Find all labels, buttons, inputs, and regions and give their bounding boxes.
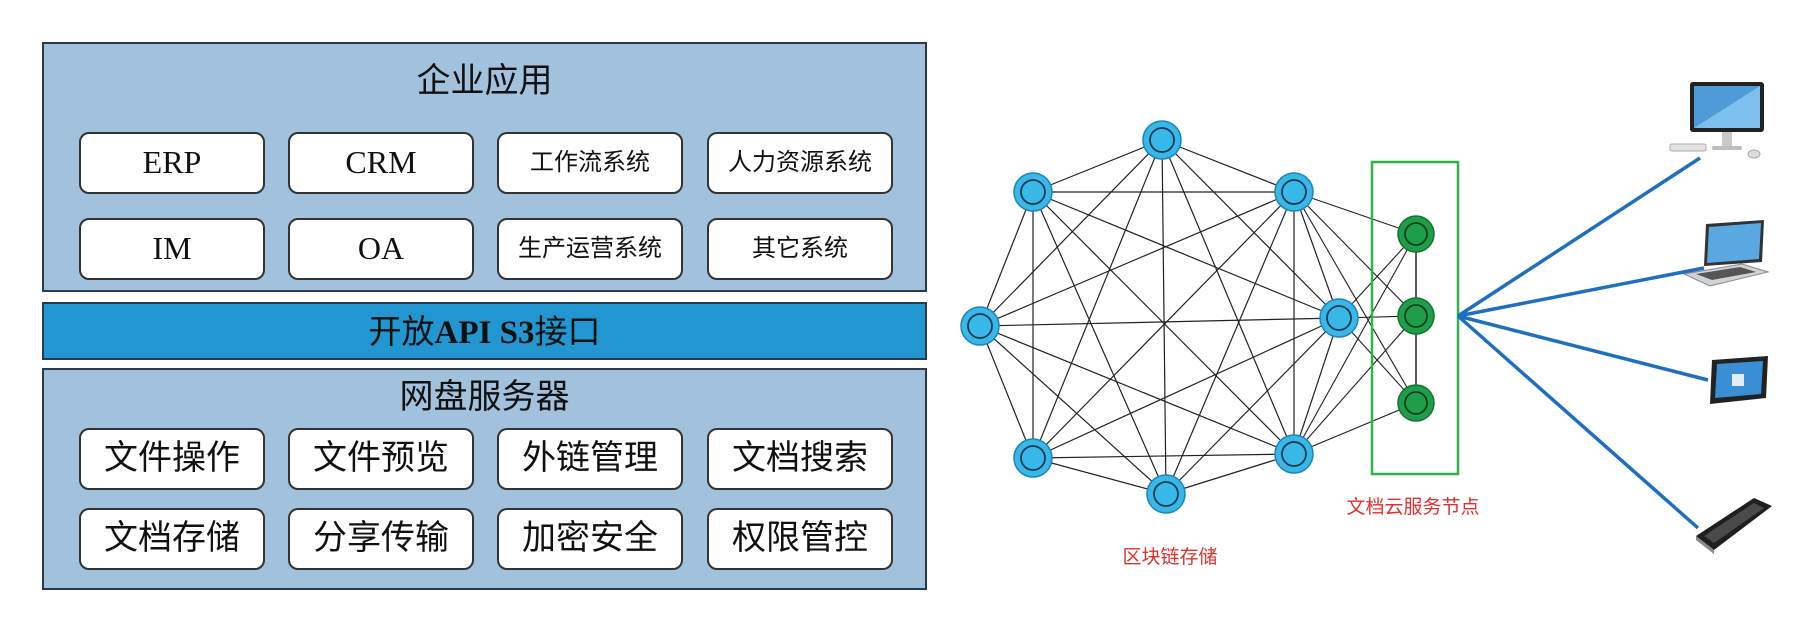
cloud-links <box>1293 191 1417 455</box>
app-box-workflow: 工作流系统 <box>497 132 683 194</box>
open-api-suffix: 接口 <box>534 312 601 351</box>
blockchain-node-ring <box>1153 481 1179 507</box>
blockchain-node-ring <box>1281 441 1307 467</box>
mesh-edge <box>979 317 1340 327</box>
mesh-edge <box>1161 139 1295 455</box>
open-api-prefix: 开放 <box>368 312 435 351</box>
app-box-other: 其它系统 <box>707 218 893 280</box>
mesh-edge <box>1293 191 1340 319</box>
cloud-node <box>1397 384 1435 422</box>
blockchain-node <box>1013 172 1053 212</box>
blockchain-storage-label: 区块链存储 <box>1122 546 1218 568</box>
mesh-edge <box>979 191 1295 327</box>
mesh-edge <box>979 325 1034 459</box>
blockchain-node-ring <box>1281 179 1307 205</box>
cloud-node-label: 文档云服务节点 <box>1346 496 1480 518</box>
mesh-edge <box>1032 453 1295 459</box>
netdisk-server-panel: 网盘服务器 文件操作 文件预览 外链管理 文档搜索 文档存储 分享传输 加密安全… <box>42 368 927 590</box>
mesh-edge <box>1032 317 1340 459</box>
mesh-edge <box>979 191 1034 327</box>
mesh-edge <box>1165 453 1295 495</box>
server-box-encryption: 加密安全 <box>497 508 683 570</box>
smartphone-icon <box>1696 498 1772 554</box>
device-link <box>1457 266 1705 318</box>
blockchain-node-ring <box>967 313 993 339</box>
blockchain-node <box>1274 172 1314 212</box>
desktop-monitor-icon <box>1669 82 1764 159</box>
blockchain-node-ring <box>1149 127 1175 153</box>
mesh-edge <box>1161 139 1295 193</box>
cloud-link <box>1293 233 1417 455</box>
mesh-edge <box>1032 139 1163 193</box>
blockchain-node-ring <box>1020 179 1046 205</box>
mesh-edge <box>1032 457 1167 495</box>
server-box-file-ops: 文件操作 <box>79 428 265 490</box>
app-box-crm: CRM <box>288 132 474 194</box>
open-api-title: 开放API S3接口 <box>44 315 925 350</box>
open-api-band: 开放API S3接口 <box>42 302 927 360</box>
cloud-node <box>1397 215 1435 253</box>
mesh-edge <box>1165 191 1295 495</box>
server-box-share: 分享传输 <box>288 508 474 570</box>
mesh-edge <box>1032 191 1340 319</box>
mesh-edge <box>979 325 1167 495</box>
cloud-link <box>1293 315 1417 455</box>
blockchain-node <box>1142 120 1182 160</box>
server-box-permissions: 权限管控 <box>707 508 893 570</box>
tablet-icon <box>1710 356 1768 404</box>
blockchain-node <box>1319 298 1359 338</box>
laptop-icon <box>1682 220 1770 287</box>
server-box-link-mgmt: 外链管理 <box>497 428 683 490</box>
app-box-production: 生产运营系统 <box>497 218 683 280</box>
mesh-edge <box>1032 191 1295 455</box>
mesh-edge <box>1032 139 1163 459</box>
blockchain-node <box>960 306 1000 346</box>
enterprise-apps-panel: 企业应用 ERP CRM 工作流系统 人力资源系统 IM OA 生产运营系统 其… <box>42 42 927 292</box>
cloud-link <box>1293 191 1417 317</box>
blockchain-node <box>1274 434 1314 474</box>
app-box-erp: ERP <box>79 132 265 194</box>
server-box-doc-storage: 文档存储 <box>79 508 265 570</box>
netdisk-server-title: 网盘服务器 <box>399 377 570 417</box>
open-api-name: API S3 <box>434 315 535 351</box>
enterprise-apps-title: 企业应用 <box>416 61 553 101</box>
server-box-doc-search: 文档搜索 <box>707 428 893 490</box>
app-box-oa: OA <box>288 218 474 280</box>
blockchain-node-ring <box>1326 305 1352 331</box>
blockchain-nodes <box>960 120 1359 514</box>
app-box-hr: 人力资源系统 <box>707 132 893 194</box>
network-diagram: 区块链存储 文档云服务节点 <box>940 0 1815 624</box>
device-links <box>1456 156 1709 530</box>
server-box-file-preview: 文件预览 <box>288 428 474 490</box>
mesh-edge <box>979 139 1163 327</box>
cloud-nodes <box>1397 215 1435 422</box>
cloud-node <box>1397 297 1435 335</box>
device-link <box>1457 314 1709 382</box>
app-box-im: IM <box>79 218 265 280</box>
cloud-node-ring <box>1404 304 1428 328</box>
blockchain-node <box>1013 438 1053 478</box>
mesh-edge <box>979 325 1295 455</box>
cloud-link <box>1293 191 1417 235</box>
mesh-edge <box>1032 191 1167 495</box>
cloud-link <box>1293 402 1417 455</box>
blockchain-node <box>1146 474 1186 514</box>
device-link <box>1457 156 1701 318</box>
mesh-edge <box>1161 139 1340 319</box>
mesh-edges <box>979 139 1340 495</box>
network-graph <box>960 120 1709 530</box>
cloud-node-ring <box>1404 391 1428 415</box>
blockchain-node-ring <box>1020 445 1046 471</box>
mesh-edge <box>1165 317 1340 495</box>
device-link <box>1456 314 1700 530</box>
mesh-edge <box>1293 317 1340 455</box>
cloud-link <box>1293 191 1417 404</box>
mesh-edge <box>1161 139 1167 495</box>
cloud-node-ring <box>1404 222 1428 246</box>
